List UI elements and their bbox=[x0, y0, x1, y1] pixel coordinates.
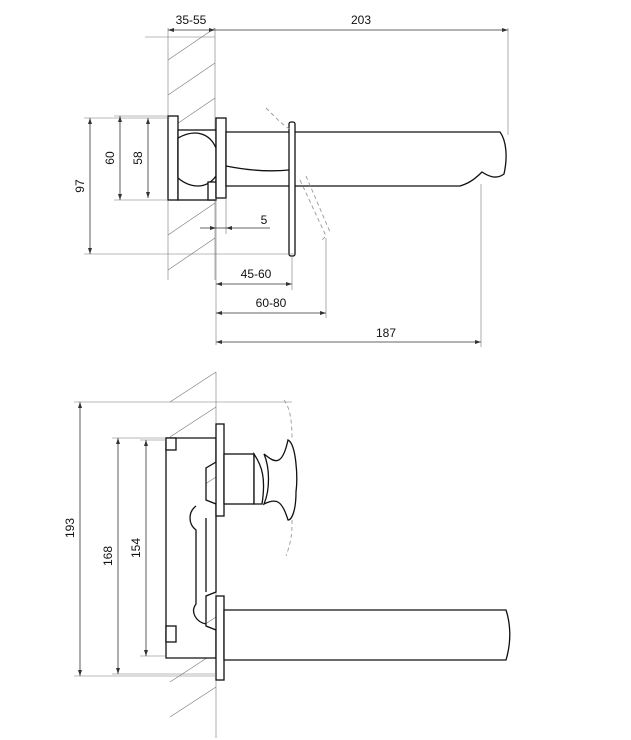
dim-height-97: 97 bbox=[73, 117, 296, 255]
dim-label-height-58: 58 bbox=[131, 151, 145, 165]
dim-label-height-168: 168 bbox=[101, 546, 115, 566]
dim-label-height-60: 60 bbox=[103, 151, 117, 165]
dim-label-gap-5: 5 bbox=[261, 213, 268, 227]
faucet-top bbox=[215, 107, 507, 257]
dim-reach-187: 187 bbox=[216, 184, 482, 347]
dim-label-height-97: 97 bbox=[73, 179, 87, 193]
dim-label-range-60-80: 60-80 bbox=[256, 296, 287, 310]
dim-height-58: 58 bbox=[131, 118, 150, 198]
rough-in-body-side bbox=[165, 437, 217, 659]
spout-side bbox=[223, 609, 511, 661]
rough-in-body-top bbox=[167, 115, 217, 201]
side-view: 193 168 154 bbox=[63, 371, 511, 738]
dim-label-height-193: 193 bbox=[63, 518, 77, 538]
dim-height-168: 168 bbox=[101, 437, 216, 675]
dim-label-height-154: 154 bbox=[129, 538, 143, 558]
handle-side bbox=[223, 399, 298, 557]
top-view: 35-55 203 bbox=[73, 13, 509, 347]
wall-plates-side bbox=[215, 423, 225, 681]
dim-wall-depth: 35-55 bbox=[145, 13, 215, 38]
dim-label-reach-187: 187 bbox=[376, 326, 396, 340]
dim-label-range-45-60: 45-60 bbox=[241, 267, 272, 281]
dim-height-154: 154 bbox=[129, 439, 166, 657]
dim-height-60: 60 bbox=[103, 115, 168, 201]
dim-spout-length: 203 bbox=[215, 13, 509, 135]
dim-label-wall-depth: 35-55 bbox=[176, 13, 207, 27]
dim-range-60-80: 60-80 bbox=[216, 238, 327, 318]
dim-range-45-60: 45-60 bbox=[216, 256, 293, 290]
dim-gap-5: 5 bbox=[200, 198, 270, 345]
dim-label-spout-length: 203 bbox=[351, 13, 371, 27]
dim-height-193: 193 bbox=[63, 401, 292, 677]
